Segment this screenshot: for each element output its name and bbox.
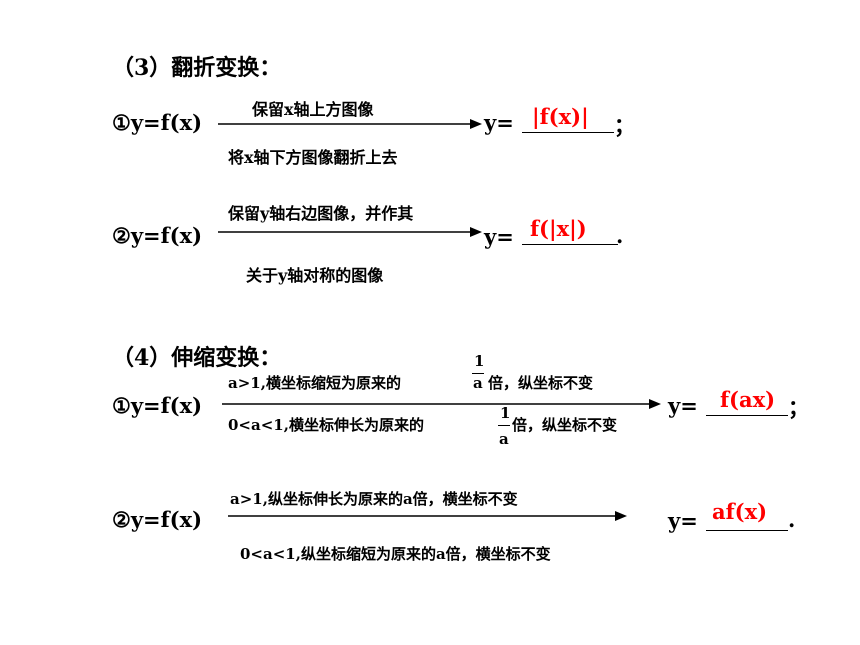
right-arrow-icon xyxy=(222,399,661,409)
answer-blank xyxy=(522,244,618,245)
result-label: y= xyxy=(668,393,698,418)
answer-blank xyxy=(522,132,614,133)
formula-lhs: ②y=f(x) xyxy=(112,223,203,248)
right-arrow-icon xyxy=(218,227,482,237)
arrow-label-above: 保留y轴右边图像，并作其 xyxy=(228,204,414,223)
right-arrow-icon xyxy=(218,119,482,129)
arrow-label-below: 将x轴下方图像翻折上去 xyxy=(228,148,398,167)
fraction-denominator: a xyxy=(473,374,483,392)
answer-text: |f(x)| xyxy=(532,104,589,129)
right-arrow-icon xyxy=(228,511,627,521)
formula-lhs: ①y=f(x) xyxy=(112,110,203,135)
section3-heading: （3）翻折变换： xyxy=(112,55,282,81)
answer-blank xyxy=(706,415,788,416)
arrow-label-below: 0<a<1,纵坐标缩短为原来的a倍，横坐标不变 xyxy=(240,545,551,563)
fraction-numerator: 1 xyxy=(474,352,485,370)
end-punctuation: ； xyxy=(614,113,635,138)
arrow-label-above: a>1,纵坐标伸长为原来的a倍，横坐标不变 xyxy=(230,490,518,508)
answer-text: f(ax) xyxy=(720,387,776,412)
arrow-label-above-text: a>1,横坐标缩短为原来的 xyxy=(228,374,401,392)
arrow-label-below-text: 倍，纵坐标不变 xyxy=(512,416,618,434)
arrow-label-below-text: 0<a<1,横坐标伸长为原来的 xyxy=(228,416,424,434)
formula-lhs: ①y=f(x) xyxy=(112,393,203,418)
fraction-denominator: a xyxy=(499,430,509,448)
answer-blank xyxy=(706,530,788,531)
arrow-label-above-text: 倍，纵坐标不变 xyxy=(488,374,594,392)
end-punctuation: . xyxy=(788,507,796,532)
end-punctuation: ； xyxy=(788,395,809,420)
fraction-bar xyxy=(472,373,484,374)
fraction-bar xyxy=(498,425,510,426)
result-label: y= xyxy=(484,224,514,249)
arrow-label-above: 保留x轴上方图像 xyxy=(252,100,374,119)
result-label: y= xyxy=(668,508,698,533)
formula-lhs: ②y=f(x) xyxy=(112,507,203,532)
answer-text: af(x) xyxy=(712,499,768,524)
section4-heading: （4）伸缩变换： xyxy=(112,345,282,371)
answer-text: f(|x|) xyxy=(530,216,587,241)
result-label: y= xyxy=(484,110,514,135)
arrow-label-below: 关于y轴对称的图像 xyxy=(246,266,384,285)
fraction-numerator: 1 xyxy=(500,404,511,422)
end-punctuation: . xyxy=(616,223,624,248)
